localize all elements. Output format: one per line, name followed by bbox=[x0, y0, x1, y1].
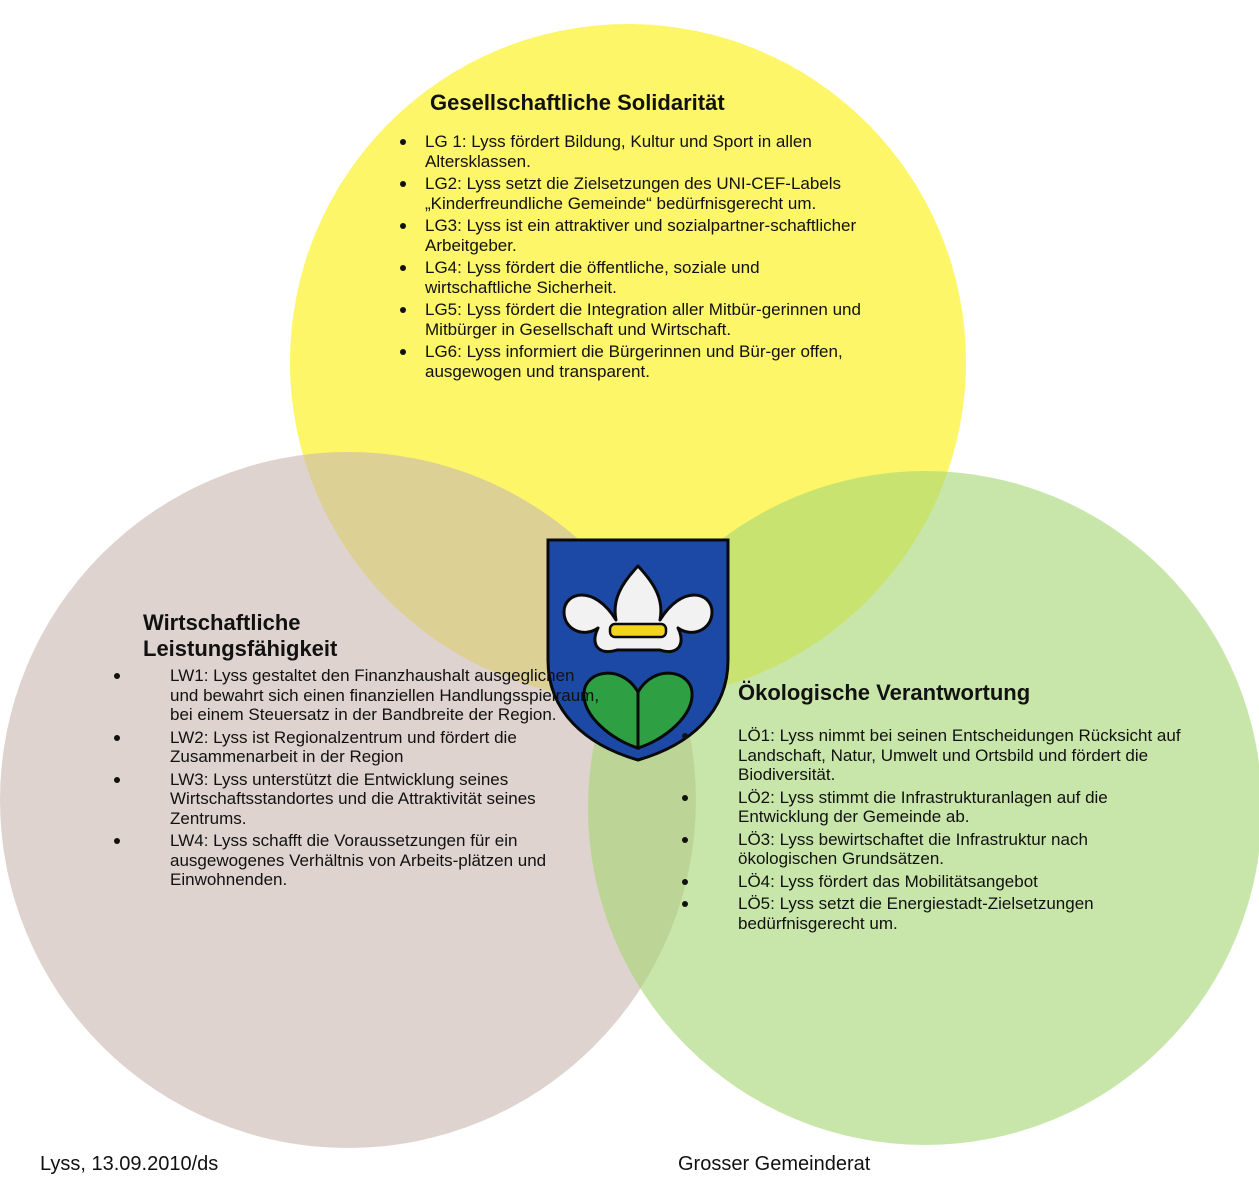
list-item: LG 1: Lyss fördert Bildung, Kultur und S… bbox=[400, 132, 870, 171]
solidarity-block: Gesellschaftliche Solidarität LG 1: Lyss… bbox=[400, 90, 870, 384]
ecology-goal-list: LÖ1: Lyss nimmt bei seinen Entscheidunge… bbox=[682, 726, 1182, 933]
economy-goal-list: LW1: Lyss gestaltet den Finanzhaushalt a… bbox=[112, 666, 602, 890]
circle-oekologische-verantwortung bbox=[588, 471, 1259, 1145]
list-item: LG4: Lyss fördert die öffentliche, sozia… bbox=[400, 258, 870, 297]
list-item: LG3: Lyss ist ein attraktiver und sozial… bbox=[400, 216, 870, 255]
list-item: LW2: Lyss ist Regionalzentrum und förder… bbox=[112, 728, 602, 767]
economy-block: Wirtschaftliche Leistungsfähigkeit LW1: … bbox=[112, 610, 602, 893]
list-item: LG2: Lyss setzt die Zielsetzungen des UN… bbox=[400, 174, 870, 213]
list-item: LW1: Lyss gestaltet den Finanzhaushalt a… bbox=[112, 666, 602, 725]
list-item: LÖ2: Lyss stimmt die Infrastrukturanlage… bbox=[682, 788, 1182, 827]
footer-place-date: Lyss, 13.09.2010/ds bbox=[40, 1153, 219, 1175]
ecology-title: Ökologische Verantwortung bbox=[738, 680, 1031, 705]
list-item: LÖ5: Lyss setzt die Energiestadt-Zielset… bbox=[682, 894, 1182, 933]
solidarity-title: Gesellschaftliche Solidarität bbox=[430, 90, 725, 115]
economy-title-line1: Wirtschaftliche bbox=[143, 610, 301, 635]
list-item: LW3: Lyss unterstützt die Entwicklung se… bbox=[112, 770, 602, 829]
circle-wirtschaftliche-leistungsfaehigkeit bbox=[0, 452, 696, 1148]
footer-council: Grosser Gemeinderat bbox=[678, 1153, 871, 1175]
ecology-block: Ökologische Verantwortung LÖ1: Lyss nimm… bbox=[682, 680, 1182, 936]
economy-title: Wirtschaftliche Leistungsfähigkeit bbox=[143, 610, 602, 662]
list-item: LW4: Lyss schafft die Voraussetzungen fü… bbox=[112, 831, 602, 890]
list-item: LÖ4: Lyss fördert das Mobilitätsangebot bbox=[682, 872, 1182, 892]
list-item: LG6: Lyss informiert die Bürgerinnen und… bbox=[400, 342, 870, 381]
list-item: LÖ1: Lyss nimmt bei seinen Entscheidunge… bbox=[682, 726, 1182, 785]
list-item: LG5: Lyss fördert die Integration aller … bbox=[400, 300, 870, 339]
list-item: LÖ3: Lyss bewirtschaftet die Infrastrukt… bbox=[682, 830, 1182, 869]
economy-title-line2: Leistungsfähigkeit bbox=[143, 636, 338, 661]
solidarity-goal-list: LG 1: Lyss fördert Bildung, Kultur und S… bbox=[400, 132, 870, 381]
lyss-coat-of-arms-icon bbox=[546, 538, 730, 762]
